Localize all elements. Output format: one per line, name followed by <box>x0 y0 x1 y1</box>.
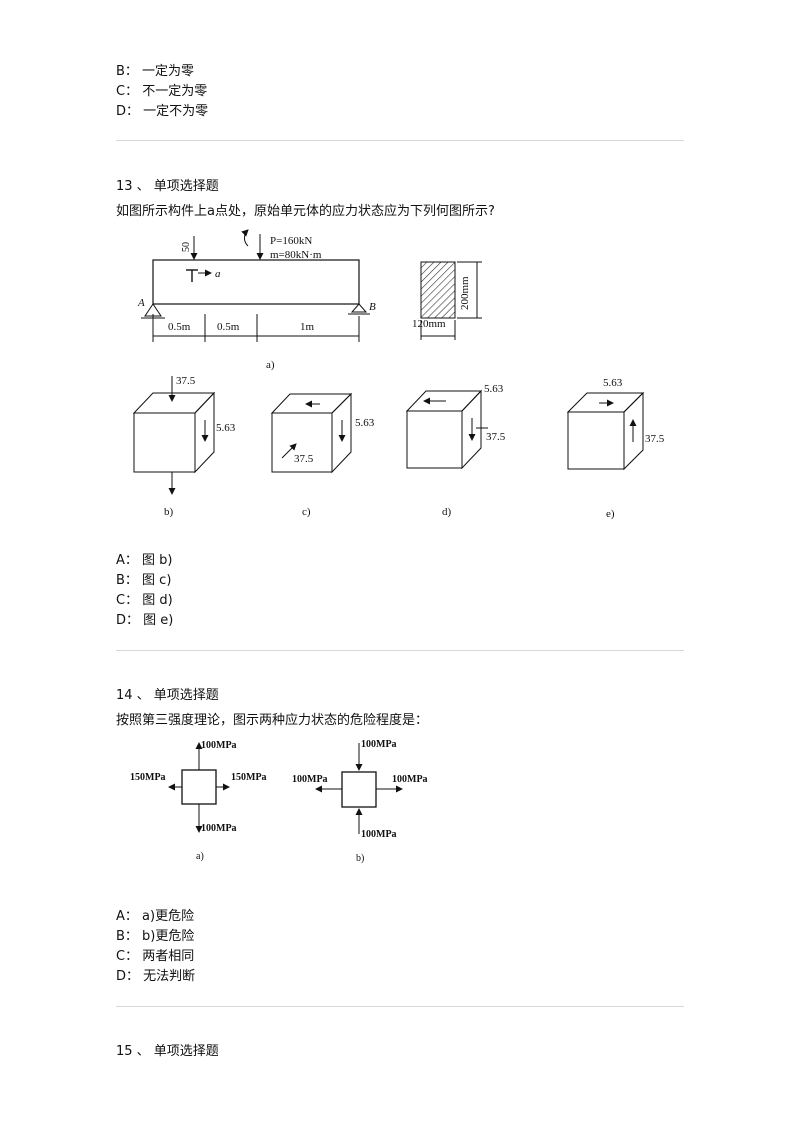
caption-e: e) <box>606 508 615 520</box>
q14-question: 按照第三强度理论，图示两种应力状态的危险程度是： <box>116 713 429 728</box>
q14-option-a[interactable]: A： a)更危险 <box>116 909 195 924</box>
q13-figure: 50 a P=160kN m=80kN·m A B 0.5m 0.5m 1m a… <box>132 229 665 520</box>
cube-d-563: 5.63 <box>484 383 504 395</box>
b-bottom-label: 100MPa <box>361 829 397 840</box>
a-right-label: 150MPa <box>231 772 267 783</box>
q12-option-b[interactable]: B： 一定为零 <box>116 64 195 79</box>
caption-a: a) <box>266 359 275 371</box>
q15-header: 15 、 单项选择题 <box>116 1044 219 1059</box>
caption-c: c) <box>302 506 311 518</box>
cube-b-375: 37.5 <box>176 375 196 387</box>
a-bottom-label: 100MPa <box>201 823 237 834</box>
section-height-label: 200mm <box>459 276 471 310</box>
force-p-label: P=160kN <box>270 235 312 247</box>
beam-diagram: 50 a P=160kN m=80kN·m A B 0.5m 0.5m 1m a… <box>137 229 376 371</box>
q14-option-d[interactable]: D： 无法判断 <box>116 969 196 984</box>
q14-option-c[interactable]: C： 两者相同 <box>116 949 195 964</box>
caption-d: d) <box>442 506 452 518</box>
b-left-label: 100MPa <box>292 774 328 785</box>
stress-state-a: 100MPa 100MPa 150MPa 150MPa a) <box>130 740 267 862</box>
element-c: 5.63 37.5 c) <box>270 392 375 518</box>
point-a-label: a <box>215 268 221 280</box>
element-e: 5.63 37.5 e) <box>566 377 665 520</box>
stress-state-b: 100MPa 100MPa 100MPa 100MPa b) <box>292 739 428 864</box>
segment-2-label: 0.5m <box>217 321 240 333</box>
moment-m-label: m=80kN·m <box>270 249 322 261</box>
cube-b-563: 5.63 <box>216 422 236 434</box>
cross-section-diagram: 200mm 120mm <box>412 261 482 340</box>
cube-e-375: 37.5 <box>645 433 665 445</box>
segment-1-label: 0.5m <box>168 321 191 333</box>
q13-option-b[interactable]: B： 图 c) <box>116 573 172 588</box>
dim-50-label: 50 <box>181 242 192 252</box>
cube-c-563: 5.63 <box>355 417 375 429</box>
segment-3-label: 1m <box>300 321 315 333</box>
divider <box>116 140 684 141</box>
b-right-label: 100MPa <box>392 774 428 785</box>
cube-c-375: 37.5 <box>294 453 314 465</box>
q14-header: 14 、 单项选择题 <box>116 688 219 703</box>
cube-e-563: 5.63 <box>603 377 623 389</box>
q14-figure: 100MPa 100MPa 150MPa 150MPa a) 100MPa 10… <box>130 739 428 864</box>
support-a-label: A <box>137 297 145 309</box>
a-left-label: 150MPa <box>130 772 166 783</box>
q13-header: 13 、 单项选择题 <box>116 179 219 194</box>
caption-b: b) <box>356 853 364 864</box>
cube-d-375: 37.5 <box>486 431 506 443</box>
caption-b: b) <box>164 506 174 518</box>
q12-option-c[interactable]: C： 不一定为零 <box>116 84 208 99</box>
q13-option-a[interactable]: A： 图 b) <box>116 553 173 568</box>
q14-option-b[interactable]: B： b)更危险 <box>116 929 195 944</box>
b-top-label: 100MPa <box>361 739 397 750</box>
a-top-label: 100MPa <box>201 740 237 751</box>
support-b-label: B <box>369 301 376 313</box>
divider <box>116 650 684 651</box>
q13-question: 如图所示构件上a点处，原始单元体的应力状态应为下列何图所示? <box>116 204 495 219</box>
divider <box>116 1006 684 1007</box>
q12-option-d[interactable]: D： 一定不为零 <box>116 104 209 119</box>
caption-a: a) <box>196 851 204 862</box>
q13-option-c[interactable]: C： 图 d) <box>116 593 173 608</box>
section-width-label: 120mm <box>412 318 446 330</box>
element-b: 37.5 5.63 b) <box>132 375 236 518</box>
element-d: 5.63 37.5 d) <box>405 383 506 518</box>
q13-option-d[interactable]: D： 图 e) <box>116 613 174 628</box>
